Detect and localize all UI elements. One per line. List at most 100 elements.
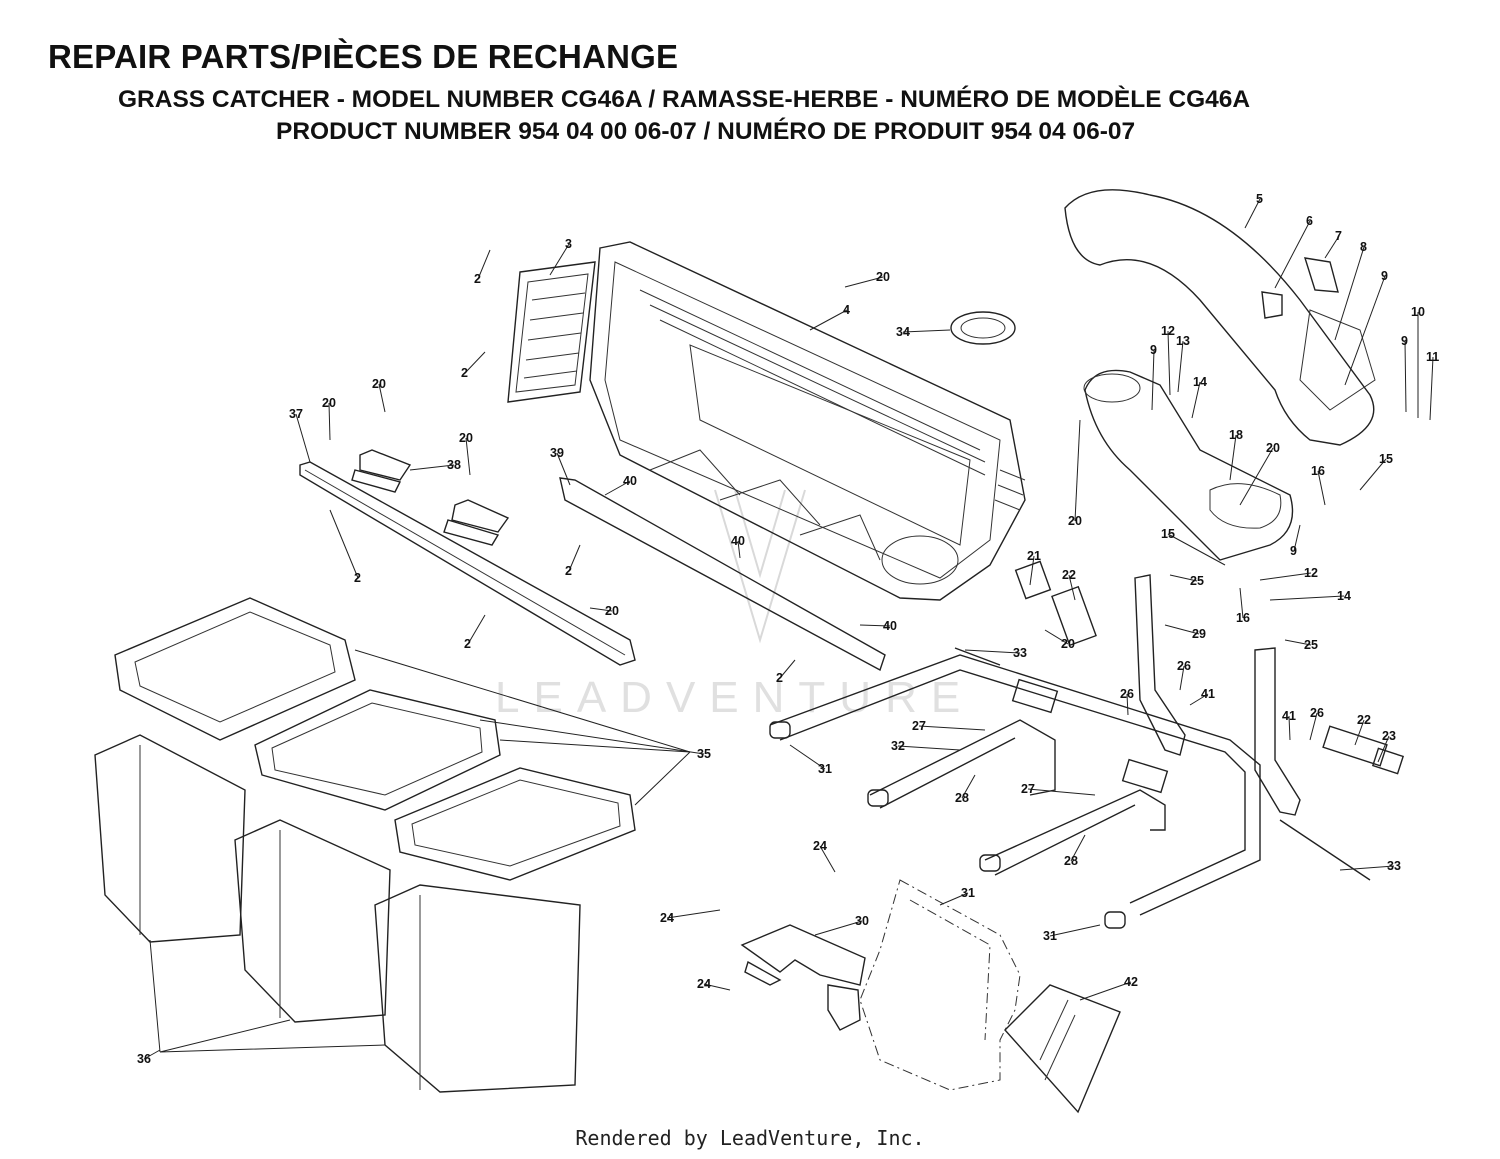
callout-label: 41 bbox=[1201, 687, 1215, 701]
callout-label: 39 bbox=[550, 446, 564, 460]
callout-label: 25 bbox=[1304, 638, 1318, 652]
callout-leader bbox=[918, 725, 986, 731]
callout-label: 22 bbox=[1062, 568, 1076, 582]
callout-leader bbox=[1324, 235, 1340, 259]
callout-label: 15 bbox=[1379, 452, 1393, 466]
callout-leaders-baskets bbox=[149, 649, 691, 1053]
callout-leader bbox=[295, 413, 311, 463]
callout-leader bbox=[859, 624, 891, 627]
callout-label: 20 bbox=[605, 604, 619, 618]
callout-label: 34 bbox=[896, 325, 910, 339]
callout-label: 10 bbox=[1411, 305, 1425, 319]
part-rail bbox=[299, 461, 636, 666]
callout-label: 33 bbox=[1013, 646, 1027, 660]
callout-label: 13 bbox=[1176, 334, 1190, 348]
callout-label: 37 bbox=[289, 407, 303, 421]
callout-leader bbox=[1244, 198, 1261, 229]
callout-leader bbox=[1429, 356, 1434, 421]
callout-label: 7 bbox=[1335, 229, 1342, 243]
tractor-frame-outline bbox=[859, 879, 1021, 1091]
part-deflector-strip bbox=[559, 449, 886, 672]
callout-label: 38 bbox=[447, 458, 461, 472]
callout-label: 26 bbox=[1310, 706, 1324, 720]
callout-label: 14 bbox=[1193, 375, 1207, 389]
callout-leader bbox=[1029, 555, 1035, 586]
callout-leader bbox=[1049, 924, 1101, 937]
callout-label: 40 bbox=[731, 534, 745, 548]
callout-label: 42 bbox=[1124, 975, 1138, 989]
page-subtitle-model: GRASS CATCHER - MODEL NUMBER CG46A / RAM… bbox=[118, 86, 1251, 113]
callout-label: 5 bbox=[1256, 192, 1263, 206]
callout-leader bbox=[1404, 340, 1407, 413]
part-catcher-lid bbox=[589, 241, 1026, 601]
part-frame bbox=[769, 647, 1371, 916]
callout-leader bbox=[779, 659, 796, 679]
watermark-text: LEADVENTURE bbox=[495, 673, 974, 722]
callout-label: 9 bbox=[1150, 343, 1157, 357]
callout-leader bbox=[1167, 533, 1226, 566]
callout-label: 27 bbox=[912, 719, 926, 733]
callout-label: 15 bbox=[1161, 527, 1175, 541]
callout-label: 2 bbox=[464, 637, 471, 651]
callout-leader bbox=[1229, 434, 1237, 481]
callout-label: 23 bbox=[1382, 729, 1396, 743]
callout-leader bbox=[1167, 330, 1171, 396]
callout-leader bbox=[964, 649, 1021, 654]
callout-leader bbox=[1074, 419, 1081, 522]
part-knob bbox=[1303, 257, 1339, 293]
callout-label: 20 bbox=[1068, 514, 1082, 528]
callout-label: 20 bbox=[1061, 637, 1075, 651]
callout-label: 9 bbox=[1381, 269, 1388, 283]
part-bracket-lower bbox=[443, 499, 510, 546]
callout-leader bbox=[477, 249, 491, 280]
callout-label: 9 bbox=[1290, 544, 1297, 558]
callout-leader bbox=[1151, 349, 1155, 411]
callout-label: 2 bbox=[461, 366, 468, 380]
part-side-arm bbox=[1134, 574, 1301, 816]
callout-leader bbox=[328, 402, 331, 441]
callout-leader bbox=[143, 1049, 161, 1060]
callout-leader bbox=[1377, 735, 1390, 763]
callout-leader bbox=[1269, 595, 1345, 601]
callout-leader bbox=[1191, 381, 1201, 419]
part-mount-bracket bbox=[740, 924, 866, 1031]
callout-label: 27 bbox=[1021, 782, 1035, 796]
callout-leader bbox=[737, 540, 741, 559]
callout-leader bbox=[902, 329, 951, 333]
callout-leader bbox=[1259, 572, 1312, 581]
callout-label: 24 bbox=[697, 977, 711, 991]
part-bracket-upper bbox=[351, 449, 412, 493]
callout-label: 20 bbox=[1266, 441, 1280, 455]
callout-leader bbox=[819, 845, 836, 873]
callout-leader bbox=[1169, 574, 1198, 582]
callout-label: 4 bbox=[843, 303, 850, 317]
callout-label: 2 bbox=[474, 272, 481, 286]
callout-label: 33 bbox=[1387, 859, 1401, 873]
callout-leader bbox=[1359, 458, 1387, 491]
part-caps bbox=[769, 721, 1126, 929]
callout-label: 21 bbox=[1027, 549, 1041, 563]
callout-leader bbox=[897, 745, 961, 751]
part-lower-chute bbox=[1083, 369, 1294, 561]
callout-label: 14 bbox=[1337, 589, 1351, 603]
part-spring-tube bbox=[1014, 560, 1097, 647]
callout-leader bbox=[939, 892, 969, 906]
callout-leader bbox=[467, 614, 486, 645]
callout-label: 12 bbox=[1161, 324, 1175, 338]
callout-label: 11 bbox=[1426, 350, 1439, 364]
callout-label: 25 bbox=[1190, 574, 1204, 588]
callout-label: 31 bbox=[818, 762, 832, 776]
callout-label: 20 bbox=[876, 270, 890, 284]
callout-leader bbox=[1274, 220, 1311, 289]
callout-leader bbox=[568, 544, 581, 572]
callout-leader bbox=[464, 351, 486, 374]
callout-label: 2 bbox=[354, 571, 361, 585]
callout-label: 36 bbox=[137, 1052, 151, 1066]
callout-leader bbox=[844, 276, 884, 288]
callout-leader bbox=[329, 509, 359, 579]
callout-leader bbox=[1164, 624, 1200, 635]
watermark: LEADVENTURE bbox=[495, 489, 974, 722]
callout-leader bbox=[378, 383, 386, 413]
callout-leader bbox=[1317, 470, 1326, 506]
part-handle-cap bbox=[1261, 291, 1283, 319]
